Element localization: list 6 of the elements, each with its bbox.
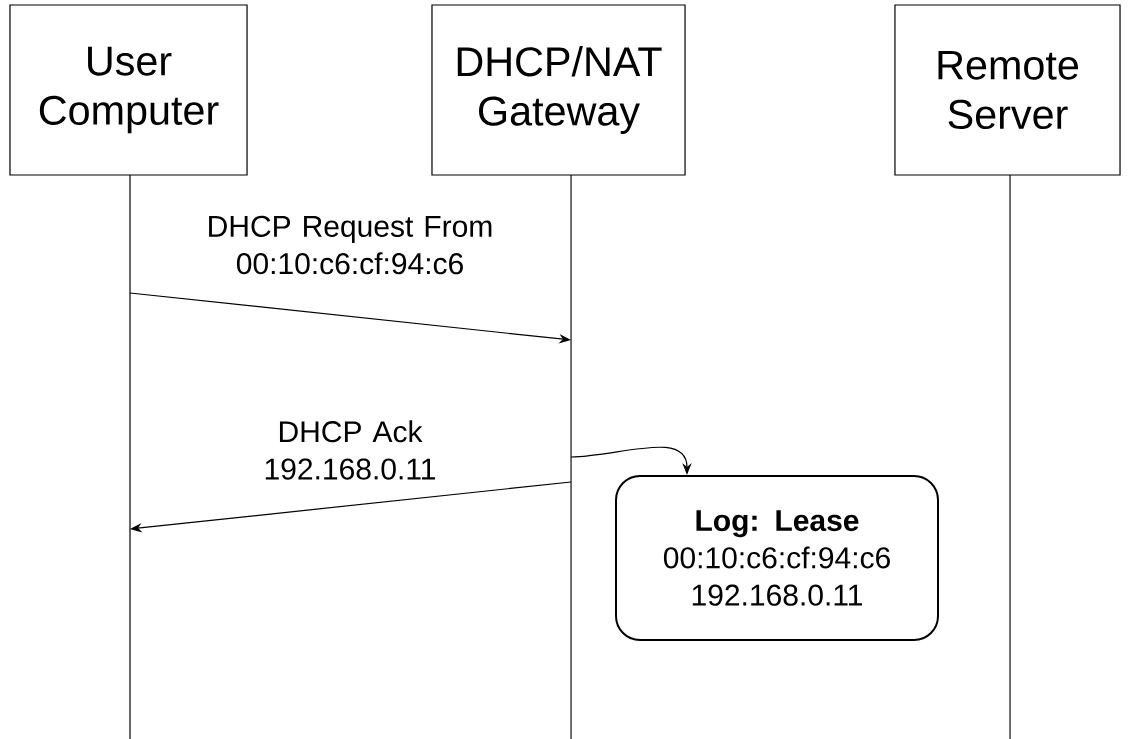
- participant-box: Remote Server: [894, 4, 1121, 176]
- participant-box: DHCP/NAT Gateway: [431, 4, 686, 176]
- edge-label: DHCP Ack 192.168.0.11: [265, 420, 435, 480]
- participant-box: User Computer: [9, 4, 248, 176]
- edge-label: DHCP Request From 00:10:c6:cf:94:c6: [209, 215, 492, 275]
- log-box: Log: Lease 00:10:c6:cf:94:c6 192.168.0.11: [615, 475, 939, 641]
